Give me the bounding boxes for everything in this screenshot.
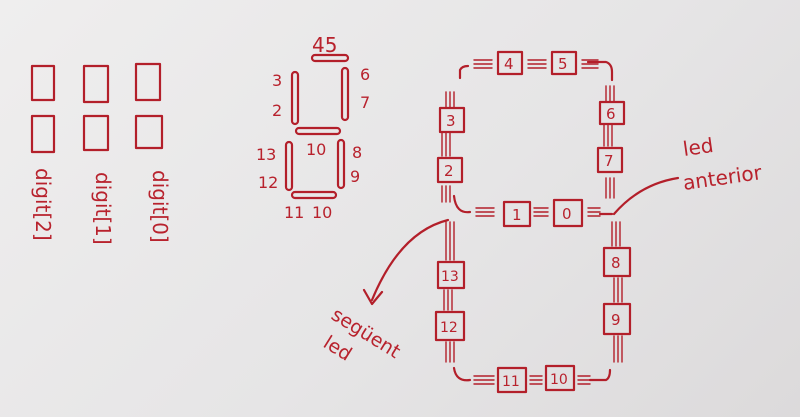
svg-text:9: 9: [611, 311, 621, 329]
small-seven-segment: 45 3 2 6 7 10 13 12 8 9 11 10: [256, 33, 370, 222]
led-4: 4: [496, 50, 524, 76]
led-7: 7: [596, 146, 624, 174]
segment-upper-right-b: 7: [360, 93, 370, 112]
svg-text:5: 5: [558, 55, 568, 73]
mini-digit-1: [82, 64, 110, 152]
svg-text:7: 7: [604, 152, 614, 170]
svg-text:1: 1: [512, 206, 522, 224]
label-digit-1: digit[1]: [91, 172, 115, 245]
svg-text:8: 8: [611, 254, 621, 272]
led-3: 3: [438, 106, 466, 134]
segment-bottom-a: 11: [284, 203, 304, 222]
led-11: 11: [496, 366, 528, 394]
annotation-next-led: següent led: [319, 218, 450, 366]
segment-lower-left-b: 12: [258, 173, 278, 192]
led-10: 10: [544, 364, 576, 392]
led-1: 1: [502, 200, 532, 228]
svg-text:10: 10: [550, 372, 568, 388]
svg-text:4: 4: [504, 55, 514, 73]
led-strip-path: [452, 60, 614, 382]
led-2: 2: [436, 156, 464, 184]
led-5: 5: [550, 50, 578, 76]
segment-upper-left-b: 2: [272, 101, 282, 120]
label-digit-0: digit[0]: [148, 170, 172, 243]
segment-middle: [294, 126, 342, 136]
next-led-line2: led: [319, 332, 355, 366]
segment-bottom-b: 10: [312, 203, 332, 222]
mini-digit-2: [30, 64, 56, 154]
svg-text:0: 0: [562, 205, 572, 223]
segment-bottom: [290, 190, 338, 200]
segment-lower-left: [284, 140, 294, 192]
svg-text:3: 3: [446, 112, 456, 130]
segment-lower-right: [336, 138, 346, 190]
big-led-boxes: 4 5 3 2 6 7 1 0 13 12 8 9 11 10: [434, 50, 632, 394]
label-digit-2: digit[2]: [31, 168, 55, 241]
segment-upper-right: [340, 66, 350, 122]
segment-lower-right-a: 8: [352, 143, 362, 162]
segment-top-label: 45: [312, 33, 337, 57]
svg-text:6: 6: [606, 105, 616, 123]
segment-upper-right-a: 6: [360, 65, 370, 84]
segment-upper-left: [290, 70, 300, 126]
wire-hatches: [441, 59, 623, 385]
prev-led-line1: led: [681, 133, 715, 161]
digit-grid: [30, 62, 164, 154]
led-6: 6: [598, 100, 626, 126]
prev-led-line2: anterior: [681, 160, 764, 195]
led-12: 12: [434, 310, 466, 342]
segment-top: [310, 53, 350, 63]
svg-text:12: 12: [440, 320, 458, 336]
led-9: 9: [602, 302, 632, 336]
segment-upper-left-a: 3: [272, 71, 282, 90]
svg-text:11: 11: [502, 374, 520, 390]
mini-digit-0: [134, 62, 164, 150]
annotation-prev-led: led anterior: [612, 133, 764, 216]
segment-middle-label: 10: [306, 140, 326, 159]
led-8: 8: [602, 246, 632, 278]
svg-text:13: 13: [441, 269, 459, 285]
svg-text:2: 2: [444, 162, 454, 180]
segment-lower-left-a: 13: [256, 145, 276, 164]
led-0: 0: [552, 198, 584, 228]
led-13: 13: [436, 260, 466, 290]
segment-lower-right-b: 9: [350, 167, 360, 186]
